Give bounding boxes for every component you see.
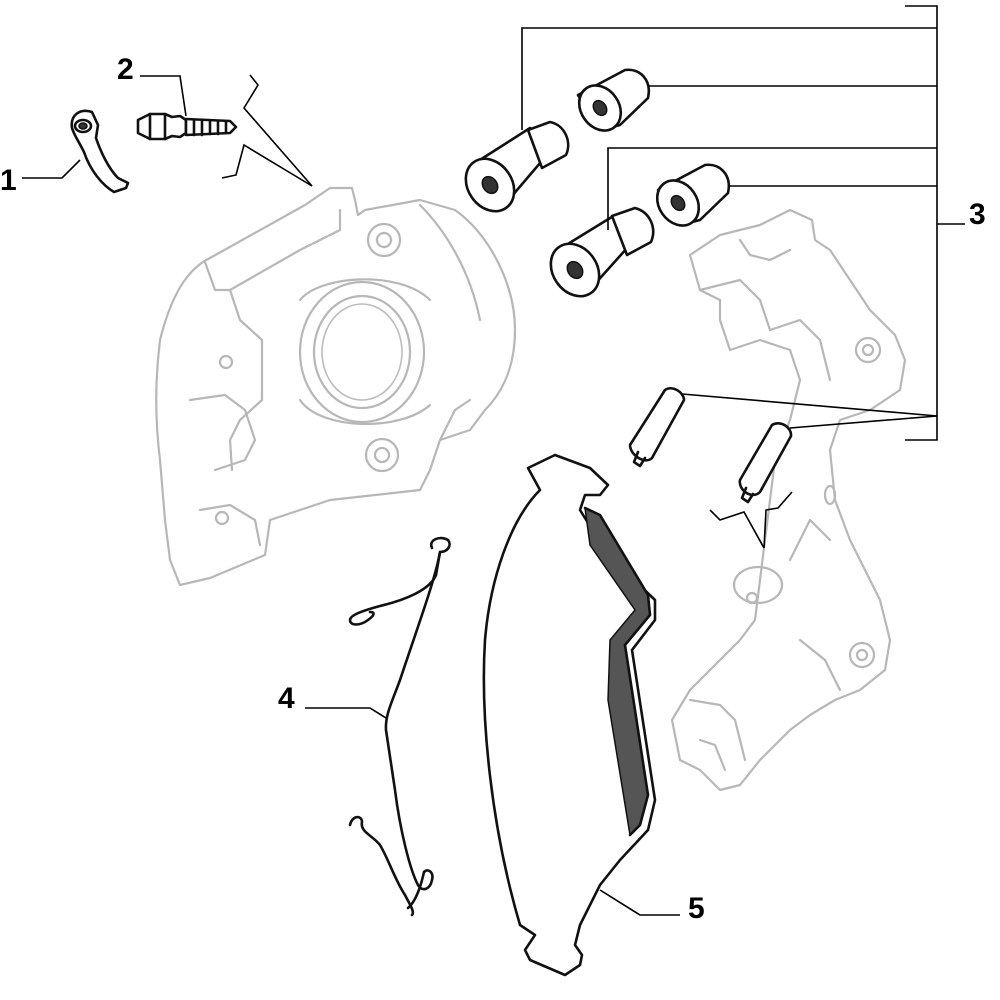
brake-pad: [482, 453, 657, 977]
callout-2: 2: [117, 53, 134, 86]
callout-1: 1: [0, 164, 17, 197]
bleed-screw-cap: [70, 109, 130, 194]
guide-bush-3: [549, 206, 655, 298]
guide-bush-4: [655, 163, 731, 227]
bleed-screw: [136, 112, 238, 141]
guide-bush-2: [576, 68, 651, 132]
caliper-body: [155, 186, 517, 587]
guide-bush-1: [464, 120, 570, 213]
carrier-bracket: [670, 208, 907, 792]
callout-4: 4: [278, 682, 295, 715]
callout-3: 3: [969, 198, 986, 231]
anti-rattle-spring: [348, 536, 451, 917]
guide-pin-1: [628, 387, 686, 468]
guide-pin-2: [738, 422, 793, 504]
leader-lines: [22, 5, 965, 916]
callout-5: 5: [688, 892, 705, 925]
